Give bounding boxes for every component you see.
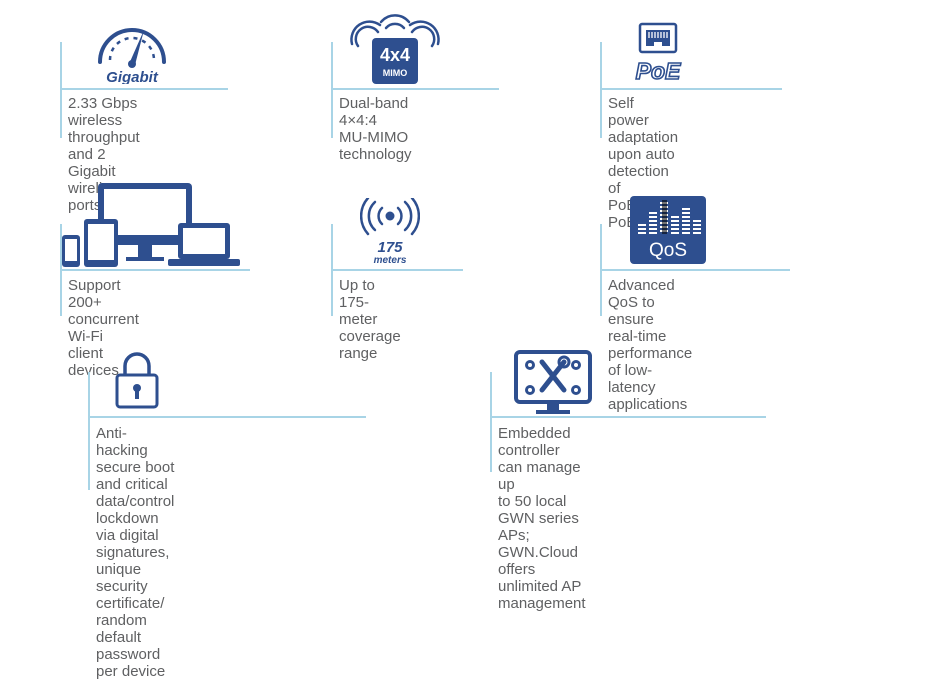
ethernet-port-icon: PoE — [628, 22, 690, 84]
padlock-icon — [114, 350, 160, 410]
divider-vertical — [600, 42, 602, 138]
mimo-icon: 4x4 MIMO — [348, 12, 442, 88]
divider-horizontal — [600, 88, 782, 90]
icon-label-bottom: MIMO — [383, 68, 408, 78]
feature-text: Support 200+ concurrent Wi-Fi client dev… — [68, 277, 139, 379]
controller-tools-icon — [514, 350, 592, 416]
icon-label-bottom: meters — [374, 255, 407, 266]
divider-horizontal — [600, 269, 790, 271]
divider-horizontal — [490, 416, 766, 418]
icon-label: PoE — [636, 58, 681, 84]
icon-label: QoS — [649, 240, 687, 261]
feature-text: Advanced QoS to ensure real-time perform… — [608, 277, 693, 413]
icon-label: Gigabit — [106, 69, 159, 84]
divider-horizontal — [331, 269, 463, 271]
icon-label-top: 4x4 — [380, 45, 410, 65]
divider-horizontal — [88, 416, 366, 418]
feature-text: Anti-hacking secure boot and critical da… — [96, 425, 175, 680]
qos-equalizer-icon: QoS — [630, 196, 706, 264]
speedometer-icon: Gigabit — [92, 14, 172, 84]
feature-text: Up to 175-meter coverage range — [339, 277, 401, 362]
divider-horizontal — [60, 88, 228, 90]
divider-vertical — [490, 372, 492, 472]
feature-text: Dual-band 4×4:4 MU-MIMO technology — [339, 95, 412, 163]
divider-horizontal — [331, 88, 499, 90]
icon-label-top: 175 — [377, 239, 403, 256]
devices-icon — [60, 181, 240, 269]
feature-text: 2.33 Gbps wireless throughput and 2 Giga… — [68, 95, 140, 214]
range-signal-icon: 175 meters — [360, 198, 420, 266]
divider-vertical — [60, 42, 62, 138]
feature-text: Embedded controller can manage up to 50 … — [498, 425, 586, 612]
divider-vertical — [331, 42, 333, 138]
divider-horizontal — [60, 269, 250, 271]
divider-vertical — [88, 372, 90, 490]
